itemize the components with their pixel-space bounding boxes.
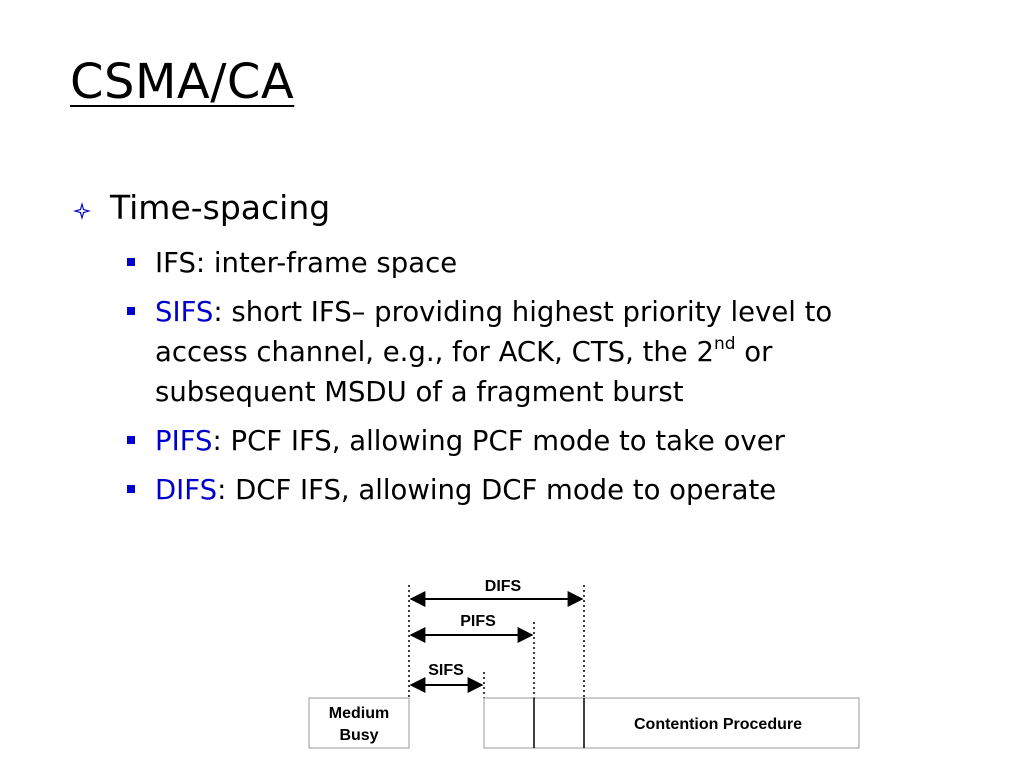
- item-keyword: SIFS: [155, 296, 214, 328]
- contention-box: [483, 697, 860, 749]
- list-item: DIFS: DCF IFS, allowing DCF mode to oper…: [127, 470, 927, 510]
- sifs-label: SIFS: [428, 662, 464, 679]
- item-keyword: DIFS: [155, 474, 218, 506]
- diamond-star-icon: [73, 201, 91, 220]
- topic-label: Time-spacing: [110, 188, 331, 227]
- topic-item: Time-spacing: [72, 188, 330, 228]
- item-text: : DCF IFS, allowing DCF mode to operate: [217, 474, 777, 506]
- square-bullet-icon: [127, 258, 135, 266]
- square-bullet-icon: [127, 436, 135, 444]
- medium-busy-label-line1: Medium: [329, 705, 389, 722]
- list-item: SIFS: short IFS– providing highest prior…: [127, 292, 927, 412]
- item-keyword: PIFS: [155, 425, 213, 457]
- list-item: PIFS: PCF IFS, allowing PCF mode to take…: [127, 421, 927, 461]
- pifs-label: PIFS: [460, 613, 496, 630]
- item-text: IFS: inter-frame space: [155, 247, 458, 279]
- item-text: : PCF IFS, allowing PCF mode to take ove…: [212, 425, 785, 457]
- contention-procedure-label: Contention Procedure: [634, 716, 802, 733]
- square-bullet-icon: [127, 307, 135, 315]
- item-text: : short IFS– providing highest priority …: [155, 296, 833, 368]
- square-bullet-icon: [127, 485, 135, 493]
- slide-title: CSMA/CA: [70, 54, 295, 110]
- medium-busy-label-line2: Busy: [339, 727, 378, 744]
- sub-bullet-list: IFS: inter-frame space SIFS: short IFS– …: [127, 243, 927, 519]
- superscript: nd: [713, 333, 736, 354]
- item-text-cont: or subsequent MSDU of a fragment burst: [155, 336, 773, 408]
- list-item: IFS: inter-frame space: [127, 243, 927, 283]
- medium-busy-box: [308, 697, 410, 749]
- difs-label: DIFS: [485, 578, 522, 595]
